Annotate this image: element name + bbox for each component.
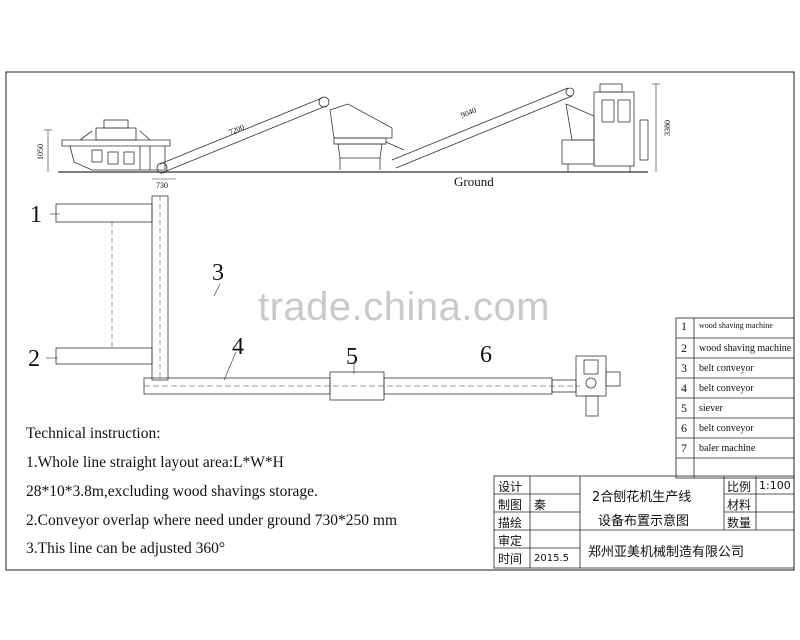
baler-elevation bbox=[561, 83, 649, 172]
dim-left-height: 1050 bbox=[36, 144, 45, 160]
tb-date: 2015.5 bbox=[534, 553, 569, 564]
part-6-name: belt conveyor bbox=[699, 423, 754, 434]
dim-overlap: 730 bbox=[156, 181, 168, 190]
tb-company: 郑州亚美机械制造有限公司 bbox=[588, 545, 745, 560]
part-7-name: baler machine bbox=[699, 443, 756, 454]
conveyor-2-elevation bbox=[391, 87, 575, 169]
tb-review-label: 审定 bbox=[498, 534, 523, 548]
plan-label-4: 4 bbox=[232, 334, 244, 360]
part-1-name: wood shaving machine bbox=[699, 321, 773, 330]
part-5-number: 5 bbox=[681, 401, 687, 415]
tb-scale-label: 比例 bbox=[727, 480, 752, 494]
plan-view bbox=[46, 195, 621, 417]
plan-machine-1 bbox=[55, 203, 153, 223]
tb-trace-label: 描绘 bbox=[498, 516, 523, 530]
part-6-number: 6 bbox=[681, 421, 687, 435]
part-2-number: 2 bbox=[681, 341, 687, 355]
parts-table bbox=[675, 317, 795, 479]
plan-label-1: 1 bbox=[30, 202, 42, 228]
tb-material-label: 材料 bbox=[727, 498, 752, 512]
notes-line-1: 1.Whole line straight layout area:L*W*H bbox=[26, 454, 284, 471]
ground-label: Ground bbox=[454, 174, 494, 189]
plan-label-6: 6 bbox=[480, 342, 492, 368]
plan-label-2: 2 bbox=[28, 346, 40, 372]
conveyor-1-elevation bbox=[156, 96, 330, 174]
part-5-name: siever bbox=[699, 403, 723, 414]
dim-right-height: 3380 bbox=[663, 120, 672, 136]
plan-label-3: 3 bbox=[212, 260, 224, 286]
plan-label-5: 5 bbox=[346, 344, 358, 370]
part-4-number: 4 bbox=[681, 381, 687, 395]
notes-line-3: 2.Conveyor overlap where need under grou… bbox=[26, 512, 398, 529]
dim-conveyor1-length: 7200 bbox=[227, 123, 245, 137]
tb-scale-value: 1:100 bbox=[759, 479, 791, 492]
part-2-name: wood shaving machine bbox=[699, 343, 792, 354]
part-4-name: belt conveyor bbox=[699, 383, 754, 394]
tb-draw-label: 制图 bbox=[498, 498, 523, 512]
part-3-name: belt conveyor bbox=[699, 363, 754, 374]
elevation-view bbox=[44, 83, 660, 180]
siever-elevation bbox=[329, 103, 405, 170]
plan-baler-7 bbox=[551, 355, 621, 417]
title-block-grid bbox=[493, 475, 795, 569]
part-3-number: 3 bbox=[681, 361, 687, 375]
watermark: trade.china.com bbox=[258, 285, 551, 329]
tb-time-label: 时间 bbox=[498, 552, 523, 566]
tb-quantity-label: 数量 bbox=[727, 516, 752, 530]
notes-heading: Technical instruction: bbox=[26, 425, 161, 442]
shaving-machine-elevation bbox=[61, 119, 171, 171]
tb-drawer-name: 秦 bbox=[534, 498, 547, 512]
tb-title-line-2: 设备布置示意图 bbox=[598, 514, 690, 529]
tb-title-line-1: 2合刨花机生产线 bbox=[592, 490, 692, 505]
tb-design-label: 设计 bbox=[498, 480, 523, 494]
plan-machine-2 bbox=[55, 347, 153, 365]
part-7-number: 7 bbox=[681, 441, 687, 455]
dim-conveyor2-length: 9040 bbox=[459, 106, 477, 120]
notes-line-2: 28*10*3.8m,excluding wood shavings stora… bbox=[26, 483, 318, 500]
notes-line-4: 3.This line can be adjusted 360° bbox=[26, 540, 226, 557]
part-1-number: 1 bbox=[681, 319, 687, 333]
